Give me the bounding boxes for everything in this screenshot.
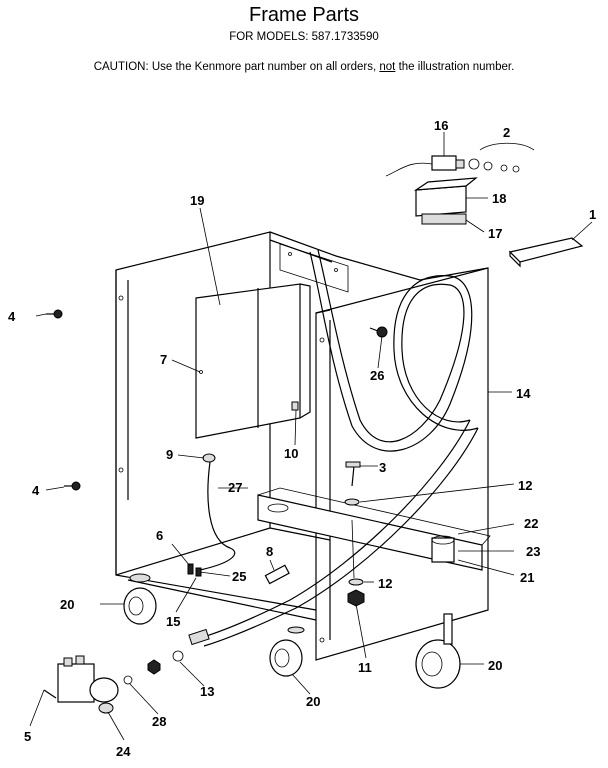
callout-5: 5	[24, 729, 31, 744]
callout-22: 22	[524, 516, 538, 531]
caution-prefix: CAUTION: Use the Kenmore part number on …	[93, 61, 380, 73]
callout-1: 1	[589, 207, 596, 222]
callout-10: 10	[284, 446, 298, 461]
callout-8: 8	[266, 544, 273, 559]
screws	[46, 309, 388, 491]
caution-suffix: the illustration number.	[395, 61, 515, 73]
callout-21: 21	[520, 570, 534, 585]
caution-not: not	[379, 61, 396, 73]
models-label: FOR MODELS:	[229, 31, 309, 43]
inner-panel	[195, 283, 311, 439]
callout-16: 16	[434, 118, 448, 133]
callout-26: 26	[370, 368, 384, 383]
drain-hose	[188, 249, 479, 647]
models-line: FOR MODELS: 587.1733590	[0, 31, 608, 43]
part-1-block	[508, 237, 584, 268]
mounting-hardware	[344, 461, 365, 607]
cabinet-frame	[115, 231, 491, 661]
callout-2: 2	[503, 125, 510, 140]
callout-13: 13	[200, 684, 214, 699]
caution-note: CAUTION: Use the Kenmore part number on …	[0, 61, 608, 73]
callout-23: 23	[526, 544, 540, 559]
caster-wheels	[123, 573, 461, 689]
callout-17: 17	[488, 226, 502, 241]
small-fittings	[172, 563, 202, 662]
callout-12a: 12	[518, 478, 532, 493]
page-title: Frame Parts	[248, 4, 360, 26]
callout-18: 18	[492, 191, 506, 206]
callout-27: 27	[228, 480, 242, 495]
callout-28: 28	[152, 714, 166, 729]
callout-20c: 20	[488, 658, 502, 673]
callout-11: 11	[358, 660, 372, 675]
callout-4b: 4	[32, 483, 40, 498]
callout-15: 15	[166, 614, 180, 629]
callout-6: 6	[156, 528, 163, 543]
top-assembly	[385, 142, 535, 225]
models-value: 587.1733590	[311, 31, 379, 43]
callout-3: 3	[379, 460, 386, 475]
hose-segment	[264, 564, 290, 585]
leader-lines	[29, 132, 593, 741]
callout-9: 9	[166, 447, 173, 462]
callout-7: 7	[160, 352, 167, 367]
callout-24: 24	[116, 744, 131, 759]
callout-4a: 4	[8, 309, 16, 324]
callout-25: 25	[232, 569, 246, 584]
callout-20a: 20	[60, 597, 74, 612]
fill-tube	[199, 453, 236, 571]
callout-20b: 20	[306, 694, 320, 709]
callout-labels: 1 2 3 4 4 5 6 7 8 9 10 11 12 12 13 14 15…	[8, 118, 596, 759]
callout-19: 19	[190, 193, 204, 208]
callout-12b: 12	[378, 576, 392, 591]
callout-14: 14	[516, 386, 531, 401]
water-valve	[43, 655, 161, 714]
